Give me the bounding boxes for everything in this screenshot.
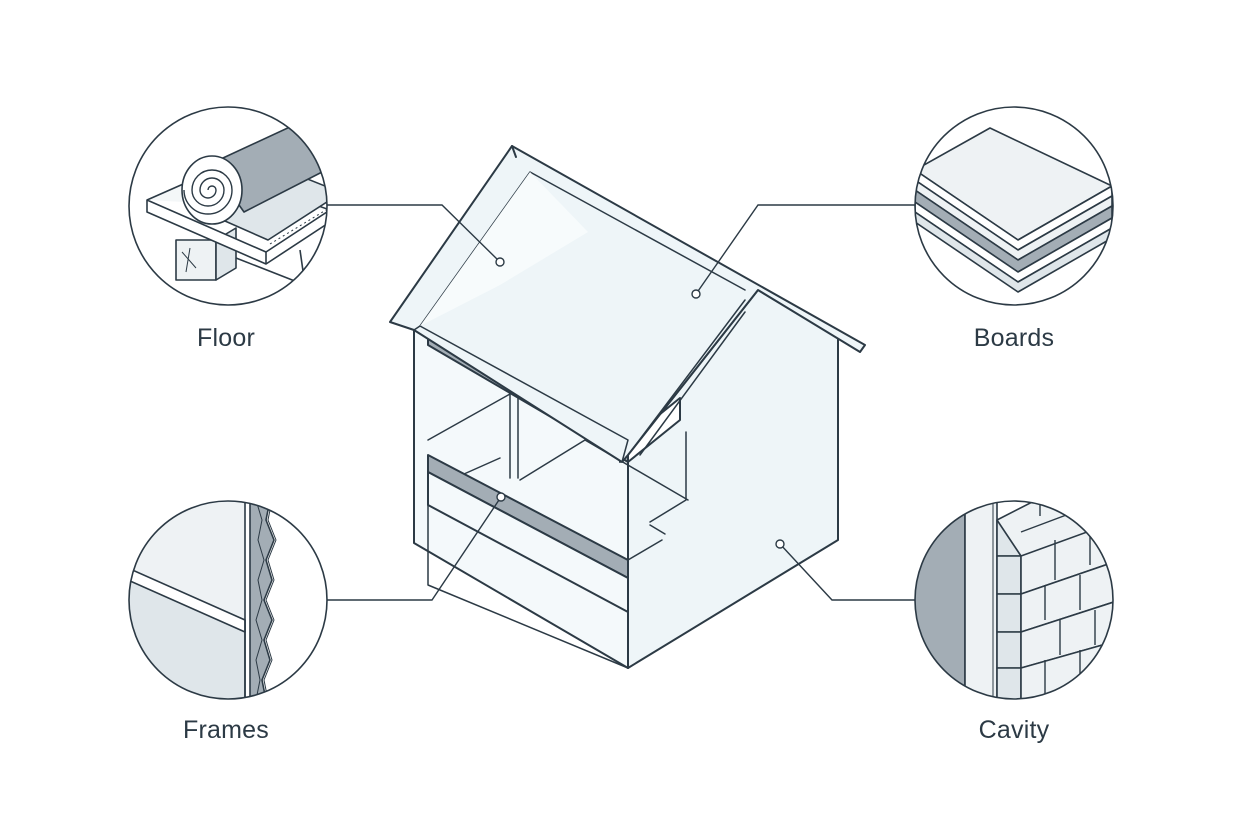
leader-dot-cavity [775, 539, 785, 549]
cavity-gap [964, 501, 998, 699]
leader-boards [695, 204, 915, 295]
callout-label-floor: Floor [197, 324, 255, 352]
leader-dot-boards [691, 289, 701, 299]
leader-dot-frames [496, 492, 506, 502]
joist-block [175, 239, 217, 281]
callout-label-boards: Boards [973, 324, 1055, 352]
boards-detail-circle [914, 106, 1114, 306]
cavity-detail-circle [914, 500, 1114, 700]
callout-label-cavity: Cavity [978, 716, 1050, 744]
frames-detail-circle [128, 500, 328, 700]
leader-dot-floor [495, 257, 505, 267]
leader-frames [327, 496, 502, 601]
floor-detail-circle [128, 106, 328, 306]
brick-wall [996, 501, 1113, 699]
house-cutaway [389, 145, 866, 669]
leader-lines [327, 204, 915, 601]
insulation-layer [199, 167, 327, 241]
leader-cavity [779, 543, 915, 601]
leader-dots [495, 257, 785, 549]
leader-floor [327, 204, 501, 263]
callout-label-frames: Frames [183, 716, 269, 744]
